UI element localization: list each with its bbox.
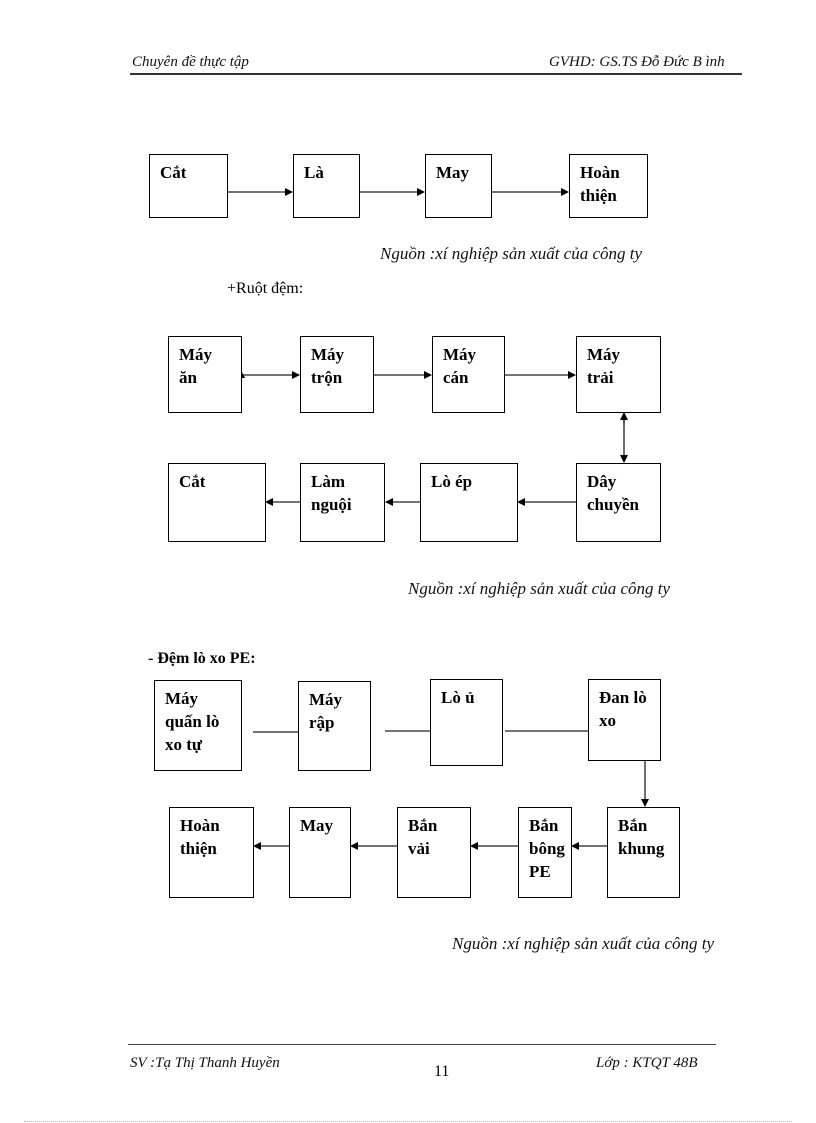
page-number: 11	[434, 1063, 450, 1080]
flow-box-fabric-attach: Bắn vải	[397, 807, 471, 898]
flow-box-mixer: Máy trộn	[300, 336, 374, 413]
box-label: Bắn vải	[408, 816, 438, 858]
box-label: Máy trải	[587, 345, 621, 387]
box-label: May	[300, 816, 334, 835]
box-label: Làm nguội	[311, 472, 352, 514]
box-label: Máy trộn	[311, 345, 345, 387]
box-label: Hoàn thiện	[580, 163, 620, 205]
box-label: Cắt	[160, 163, 187, 182]
flow-box-spring-weave: Đan lò xo	[588, 679, 661, 761]
header-rule	[130, 73, 742, 75]
flow-box-finish: Hoàn thiện	[569, 154, 648, 218]
flow-box-feeder: Máy ăn	[168, 336, 242, 413]
source-note-3: Nguồn :xí nghiệp sản xuất của công ty	[452, 934, 715, 953]
flow-box-roller: Máy cán	[432, 336, 505, 413]
flow-box-cut-2: Cắt	[168, 463, 266, 542]
flow-box-cut: Cắt	[149, 154, 228, 218]
flow-box-sew-2: May	[289, 807, 351, 898]
flow-box-finish-2: Hoàn thiện	[169, 807, 254, 898]
footer-left: SV :Tạ Thị Thanh Huyền	[130, 1055, 280, 1071]
flow-box-stamper: Máy rập	[298, 681, 371, 771]
page-edge-dots	[24, 1121, 792, 1122]
flow-box-press: Lò ép	[420, 463, 518, 542]
flow-box-frame-attach: Bắn khung	[607, 807, 680, 898]
box-label: Cắt	[179, 472, 206, 491]
source-note-2: Nguồn :xí nghiệp sản xuất của công ty	[408, 579, 671, 598]
box-label: Hoàn thiện	[180, 816, 220, 858]
section-title-core: +Ruột đệm:	[227, 280, 304, 297]
flow-box-pe-attach: Bắn bông PE	[518, 807, 572, 898]
box-label: Lò ủ	[441, 688, 475, 707]
box-label: Máy cán	[443, 345, 477, 387]
box-label: Máy quấn lò xo tự	[165, 689, 220, 754]
header-left: Chuyên đề thực tập	[132, 54, 249, 70]
flow-box-annealer: Lò ủ	[430, 679, 503, 766]
box-label: Máy rập	[309, 690, 343, 732]
section-title-spring: - Đệm lò xo PE:	[148, 650, 256, 667]
box-label: Đan lò xo	[599, 688, 647, 730]
box-label: Lò ép	[431, 472, 473, 491]
source-note-1: Nguồn :xí nghiệp sản xuất của công ty	[380, 244, 643, 263]
box-label: Là	[304, 163, 324, 182]
header-right: GVHD: GS.TS Đỗ Đức B ình	[549, 54, 725, 70]
flow-box-line: Dây chuyền	[576, 463, 661, 542]
flow-box-sew: May	[425, 154, 492, 218]
box-label: Dây chuyền	[587, 472, 639, 514]
flow-box-iron: Là	[293, 154, 360, 218]
flow-box-cooling: Làm nguội	[300, 463, 385, 542]
flow-box-coil-winder: Máy quấn lò xo tự	[154, 680, 242, 771]
footer-right: Lớp : KTQT 48B	[596, 1055, 698, 1071]
box-label: Bắn khung	[618, 816, 665, 858]
flow-box-spreader: Máy trải	[576, 336, 661, 413]
box-label: Bắn bông PE	[529, 816, 565, 881]
box-label: May	[436, 163, 470, 182]
footer-rule	[128, 1044, 716, 1045]
box-label: Máy ăn	[179, 345, 213, 387]
